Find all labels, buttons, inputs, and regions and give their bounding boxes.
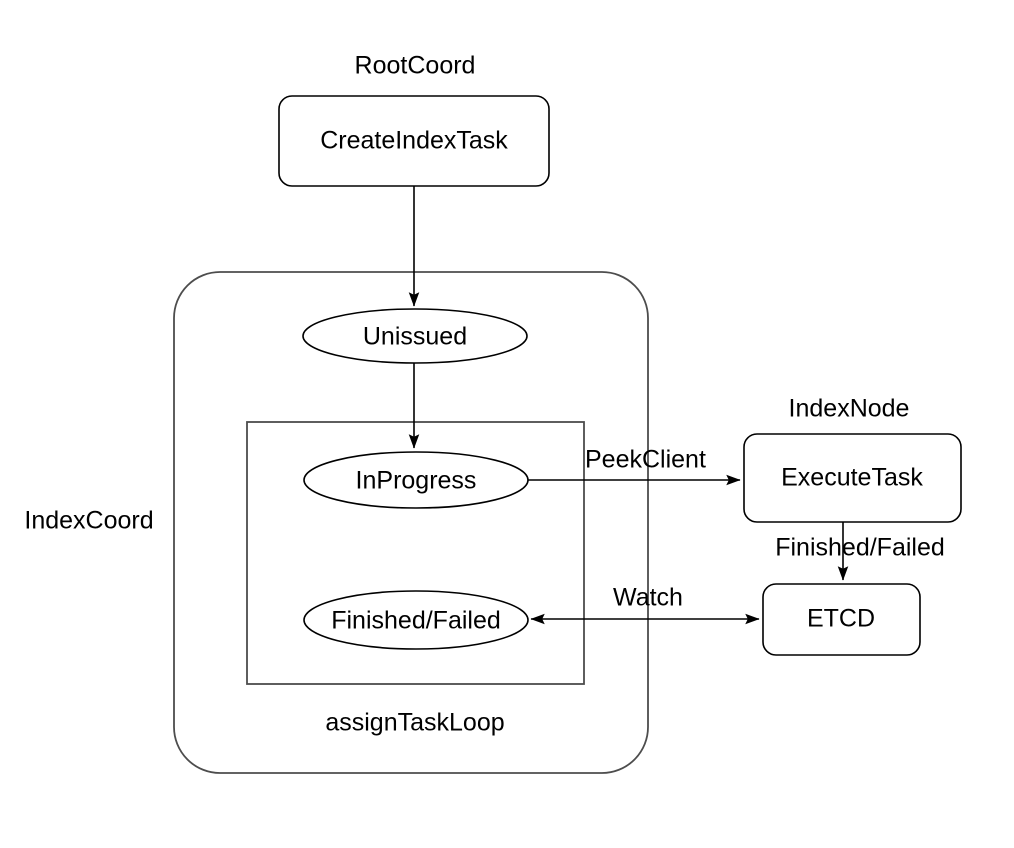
edge-label-watch: Watch xyxy=(613,584,683,612)
assigntaskloop-label: assignTaskLoop xyxy=(325,709,504,737)
etcd-label: ETCD xyxy=(807,605,875,633)
node-etcd[interactable]: ETCD xyxy=(762,583,921,656)
node-in-progress[interactable]: InProgress xyxy=(303,451,529,509)
rootcoord-label: RootCoord xyxy=(355,52,476,80)
edge-inprogress-to-executetask: PeekClient xyxy=(527,446,741,486)
execute-task-shape[interactable] xyxy=(743,433,962,523)
group-rootcoord: RootCoord xyxy=(355,52,476,80)
node-unissued[interactable]: Unissued xyxy=(302,308,528,364)
indexcoord-label: IndexCoord xyxy=(24,507,153,535)
edge-label-peekclient: PeekClient xyxy=(585,446,706,474)
edge-etcd-to-finishedfailed: Watch xyxy=(530,584,760,625)
etcd-shape[interactable] xyxy=(762,583,921,656)
indexnode-label: IndexNode xyxy=(789,395,910,423)
finished-failed-state-label: Finished/Failed xyxy=(331,607,501,635)
in-progress-shape[interactable] xyxy=(303,451,529,509)
create-index-task-label: CreateIndexTask xyxy=(320,127,508,155)
group-indexcoord: IndexCoord xyxy=(24,271,649,774)
assigntaskloop-container xyxy=(246,421,585,685)
in-progress-label: InProgress xyxy=(356,467,477,495)
finished-failed-state-shape[interactable] xyxy=(303,590,529,650)
unissued-shape[interactable] xyxy=(302,308,528,364)
node-create-index-task[interactable]: CreateIndexTask xyxy=(278,95,550,187)
node-execute-task[interactable]: ExecuteTask xyxy=(743,433,962,523)
edge-label-finished-failed: Finished/Failed xyxy=(775,534,945,562)
create-index-task-shape[interactable] xyxy=(278,95,550,187)
group-indexnode: IndexNode xyxy=(789,395,910,423)
execute-task-label: ExecuteTask xyxy=(781,464,923,492)
unissued-label: Unissued xyxy=(363,323,467,351)
edge-executetask-to-etcd: Finished/Failed xyxy=(775,522,945,581)
node-finished-failed-state[interactable]: Finished/Failed xyxy=(303,590,529,650)
group-assigntaskloop: assignTaskLoop xyxy=(246,421,585,737)
indexcoord-container xyxy=(173,271,649,774)
